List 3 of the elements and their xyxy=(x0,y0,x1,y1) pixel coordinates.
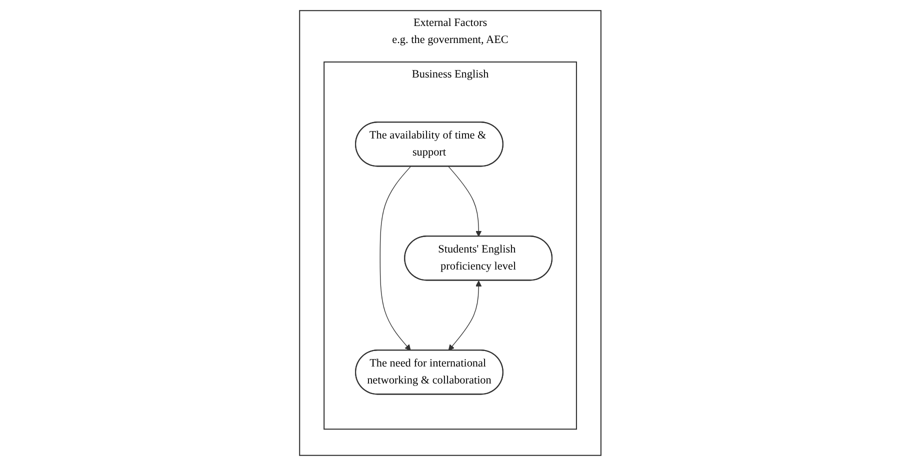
arrow xyxy=(448,166,482,237)
arrow xyxy=(448,280,482,351)
arrow xyxy=(380,166,411,351)
